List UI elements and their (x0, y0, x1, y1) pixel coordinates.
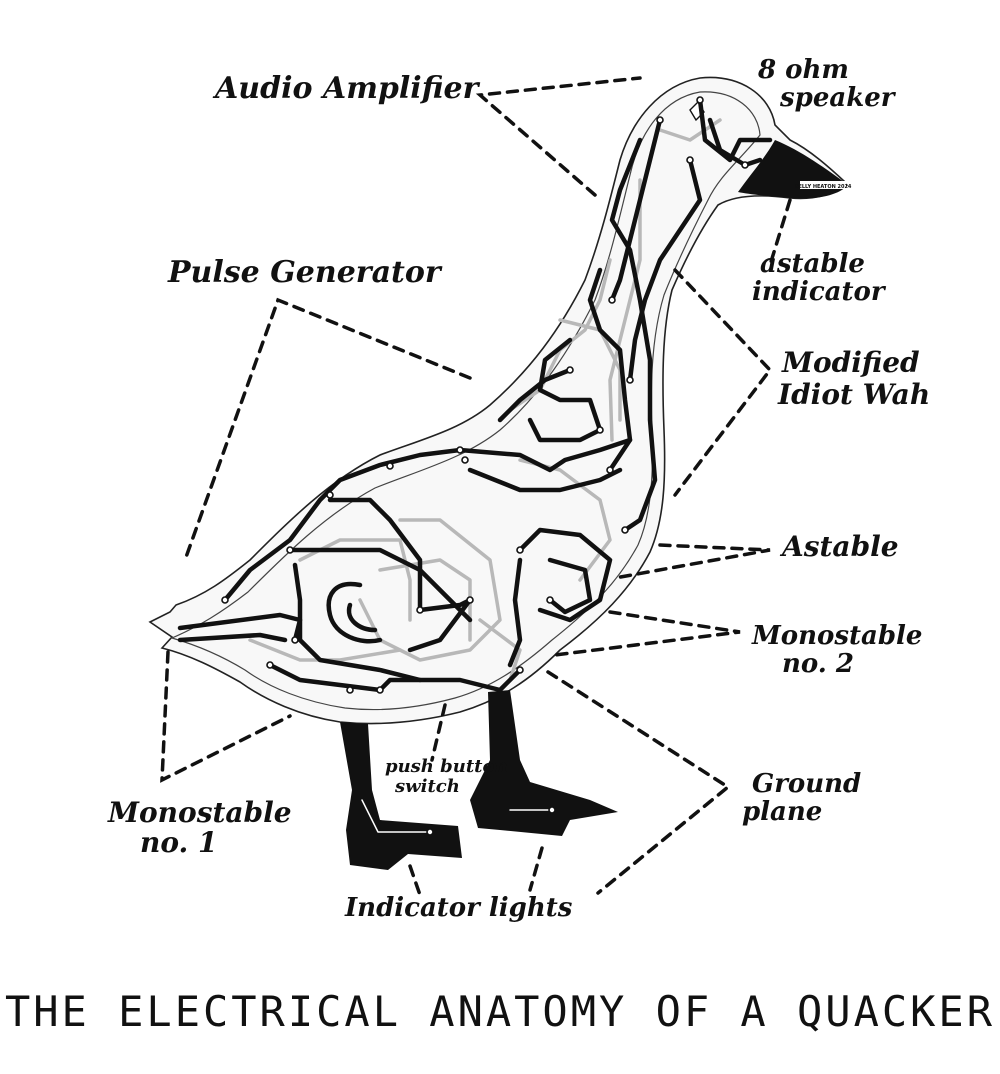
pad (461, 456, 469, 464)
gray-trace (608, 178, 642, 442)
pad (606, 466, 614, 474)
black-trace (292, 562, 423, 683)
black-trace (517, 527, 613, 623)
black-trace (467, 467, 623, 493)
pad (291, 636, 299, 644)
label-pushbutton-line1: push button (385, 756, 508, 777)
label-idiot-wah-line2: Idiot Wah (777, 378, 930, 411)
black-trace (457, 437, 633, 473)
label-audio-amplifier: Audio Amplifier (212, 71, 481, 106)
pad (626, 376, 634, 384)
pad (608, 296, 616, 304)
label-monostable1-line2: no. 1 (140, 826, 218, 859)
duck-body-outline (148, 76, 847, 725)
gray-trace (558, 318, 622, 422)
black-trace (507, 557, 523, 668)
label-ground-plane-line2: plane (742, 797, 822, 827)
pad (621, 526, 629, 534)
pad (516, 546, 524, 554)
black-trace (609, 117, 663, 303)
pad (516, 666, 524, 674)
black-trace (707, 117, 763, 168)
pad (696, 96, 704, 104)
leader-lines (160, 76, 792, 897)
pad (686, 156, 694, 164)
pad (566, 366, 574, 374)
black-trace (177, 612, 303, 643)
leader-ground-plane (546, 670, 731, 895)
black-trace (537, 337, 603, 433)
black-trace (527, 417, 603, 443)
leader-idiot-wah (673, 268, 773, 497)
leader-astable-indicator (768, 198, 792, 267)
pad (596, 426, 604, 434)
leader-monostable1 (160, 650, 292, 783)
right-indicator-light (548, 806, 556, 814)
pad (656, 116, 664, 124)
label-ground-plane-line1: Ground (752, 769, 861, 799)
black-trace (326, 581, 383, 644)
pad (456, 446, 464, 454)
pad (286, 546, 294, 554)
label-pulse-generator: Pulse Generator (167, 255, 443, 290)
label-speaker-line2: speaker (779, 83, 897, 113)
duck-board: KELLY HEATON 2024 (148, 76, 852, 870)
black-trace (327, 497, 423, 613)
label-pushbutton-line2: switch (394, 776, 460, 797)
pad (741, 161, 749, 169)
pad (466, 596, 474, 604)
label-astable: Astable (779, 530, 899, 563)
pad (386, 462, 394, 470)
circuit-traces (177, 96, 773, 694)
black-trace (609, 137, 658, 533)
pad (546, 596, 554, 604)
label-monostable1-line1: Monostable (107, 796, 292, 829)
gray-trace (298, 538, 412, 622)
leader-astable (613, 543, 771, 580)
black-trace (497, 367, 573, 423)
leader-pushbutton (430, 703, 447, 762)
black-trace (222, 447, 463, 603)
credit-plate (800, 181, 846, 189)
label-astable-indicator-line1: astable (760, 249, 865, 279)
pad (326, 491, 334, 499)
labels: Audio Amplifier 8 ohm speaker astable in… (107, 55, 930, 923)
label-speaker-line1: 8 ohm (757, 55, 849, 85)
black-trace (177, 632, 288, 643)
black-trace (627, 157, 703, 383)
component-pads (221, 96, 749, 694)
black-trace (697, 97, 773, 163)
gray-trace (478, 618, 522, 682)
leader-audio-amplifier (475, 76, 642, 197)
pad (416, 606, 424, 614)
leader-indicator-right (528, 846, 544, 892)
black-trace (547, 557, 593, 615)
pad (266, 661, 274, 669)
credit-text: KELLY HEATON 2024 (795, 184, 852, 190)
leader-pulse-generator (183, 297, 472, 562)
label-monostable2-line1: Monostable (751, 621, 922, 651)
leader-indicator-left (408, 864, 422, 897)
label-indicator-lights: Indicator lights (344, 893, 573, 923)
black-trace (346, 602, 378, 633)
left-foot-trace (361, 799, 431, 833)
pad (346, 686, 354, 694)
page-title: THE ELECTRICAL ANATOMY OF A QUACKER (5, 987, 995, 1036)
right-leg-ground-plane (470, 690, 618, 836)
leader-monostable2 (553, 610, 741, 657)
gray-trace (508, 258, 612, 412)
left-indicator-light (426, 828, 434, 836)
black-trace (267, 662, 523, 693)
pad (376, 686, 384, 694)
pad (221, 596, 229, 604)
duck-inner-outline (170, 91, 761, 711)
label-idiot-wah-line1: Modified (781, 346, 920, 379)
gray-trace (358, 518, 502, 662)
label-monostable2-line2: no. 2 (782, 649, 854, 679)
label-astable-indicator-line2: indicator (752, 277, 887, 307)
